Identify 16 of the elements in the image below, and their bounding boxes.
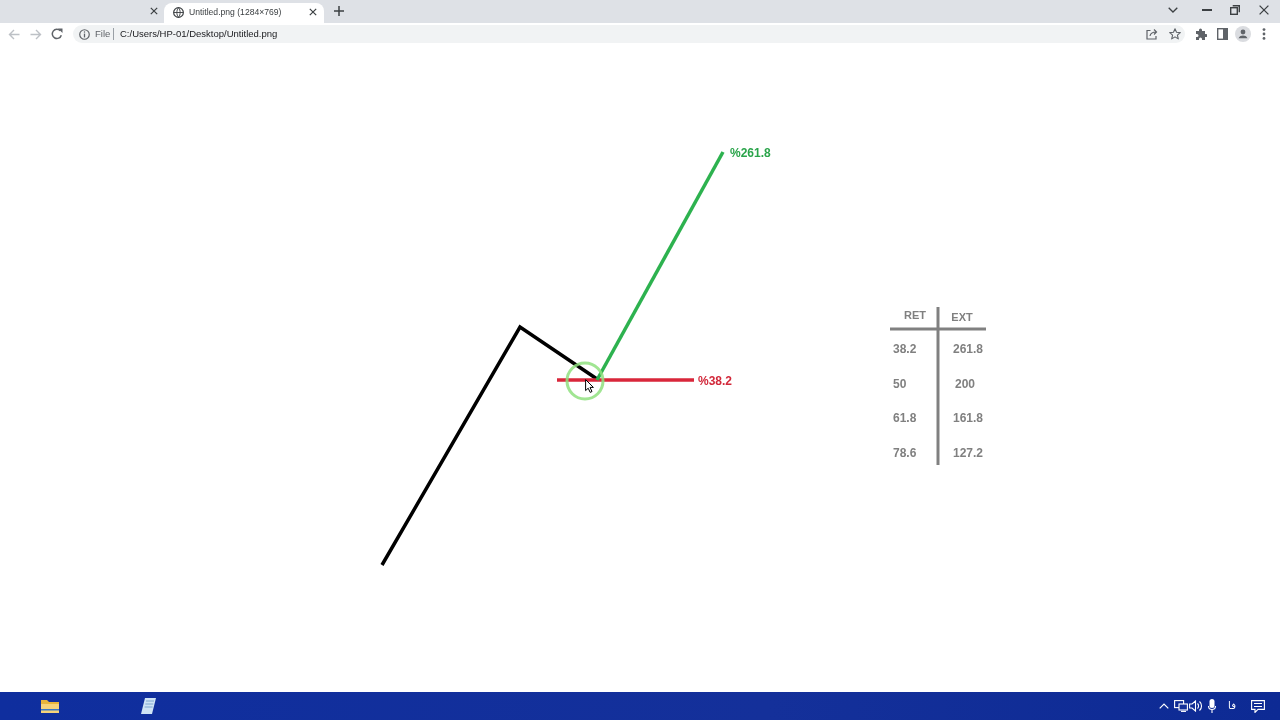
table-value: 50 — [893, 376, 907, 392]
url-text: C:/Users/HP-01/Desktop/Untitled.png — [120, 28, 278, 40]
table-value: 61.8 — [893, 410, 917, 426]
table-value: 161.8 — [953, 410, 984, 426]
table-value: 261.8 — [953, 341, 984, 357]
table-header: EXT — [951, 311, 973, 325]
table-value: 200 — [955, 376, 976, 392]
table-header: RET — [904, 309, 926, 323]
extension-level-label: %261.8 — [730, 145, 771, 161]
browser-tab: Untitled.png (1284×769) — [164, 3, 324, 23]
security-chip-label: File — [95, 28, 111, 40]
table-value: 38.2 — [893, 341, 917, 357]
retracement-level-label: %38.2 — [698, 373, 733, 389]
table-value: 127.2 — [953, 445, 984, 461]
language-indicator: فا — [1228, 700, 1236, 712]
table-value: 78.6 — [893, 445, 917, 461]
